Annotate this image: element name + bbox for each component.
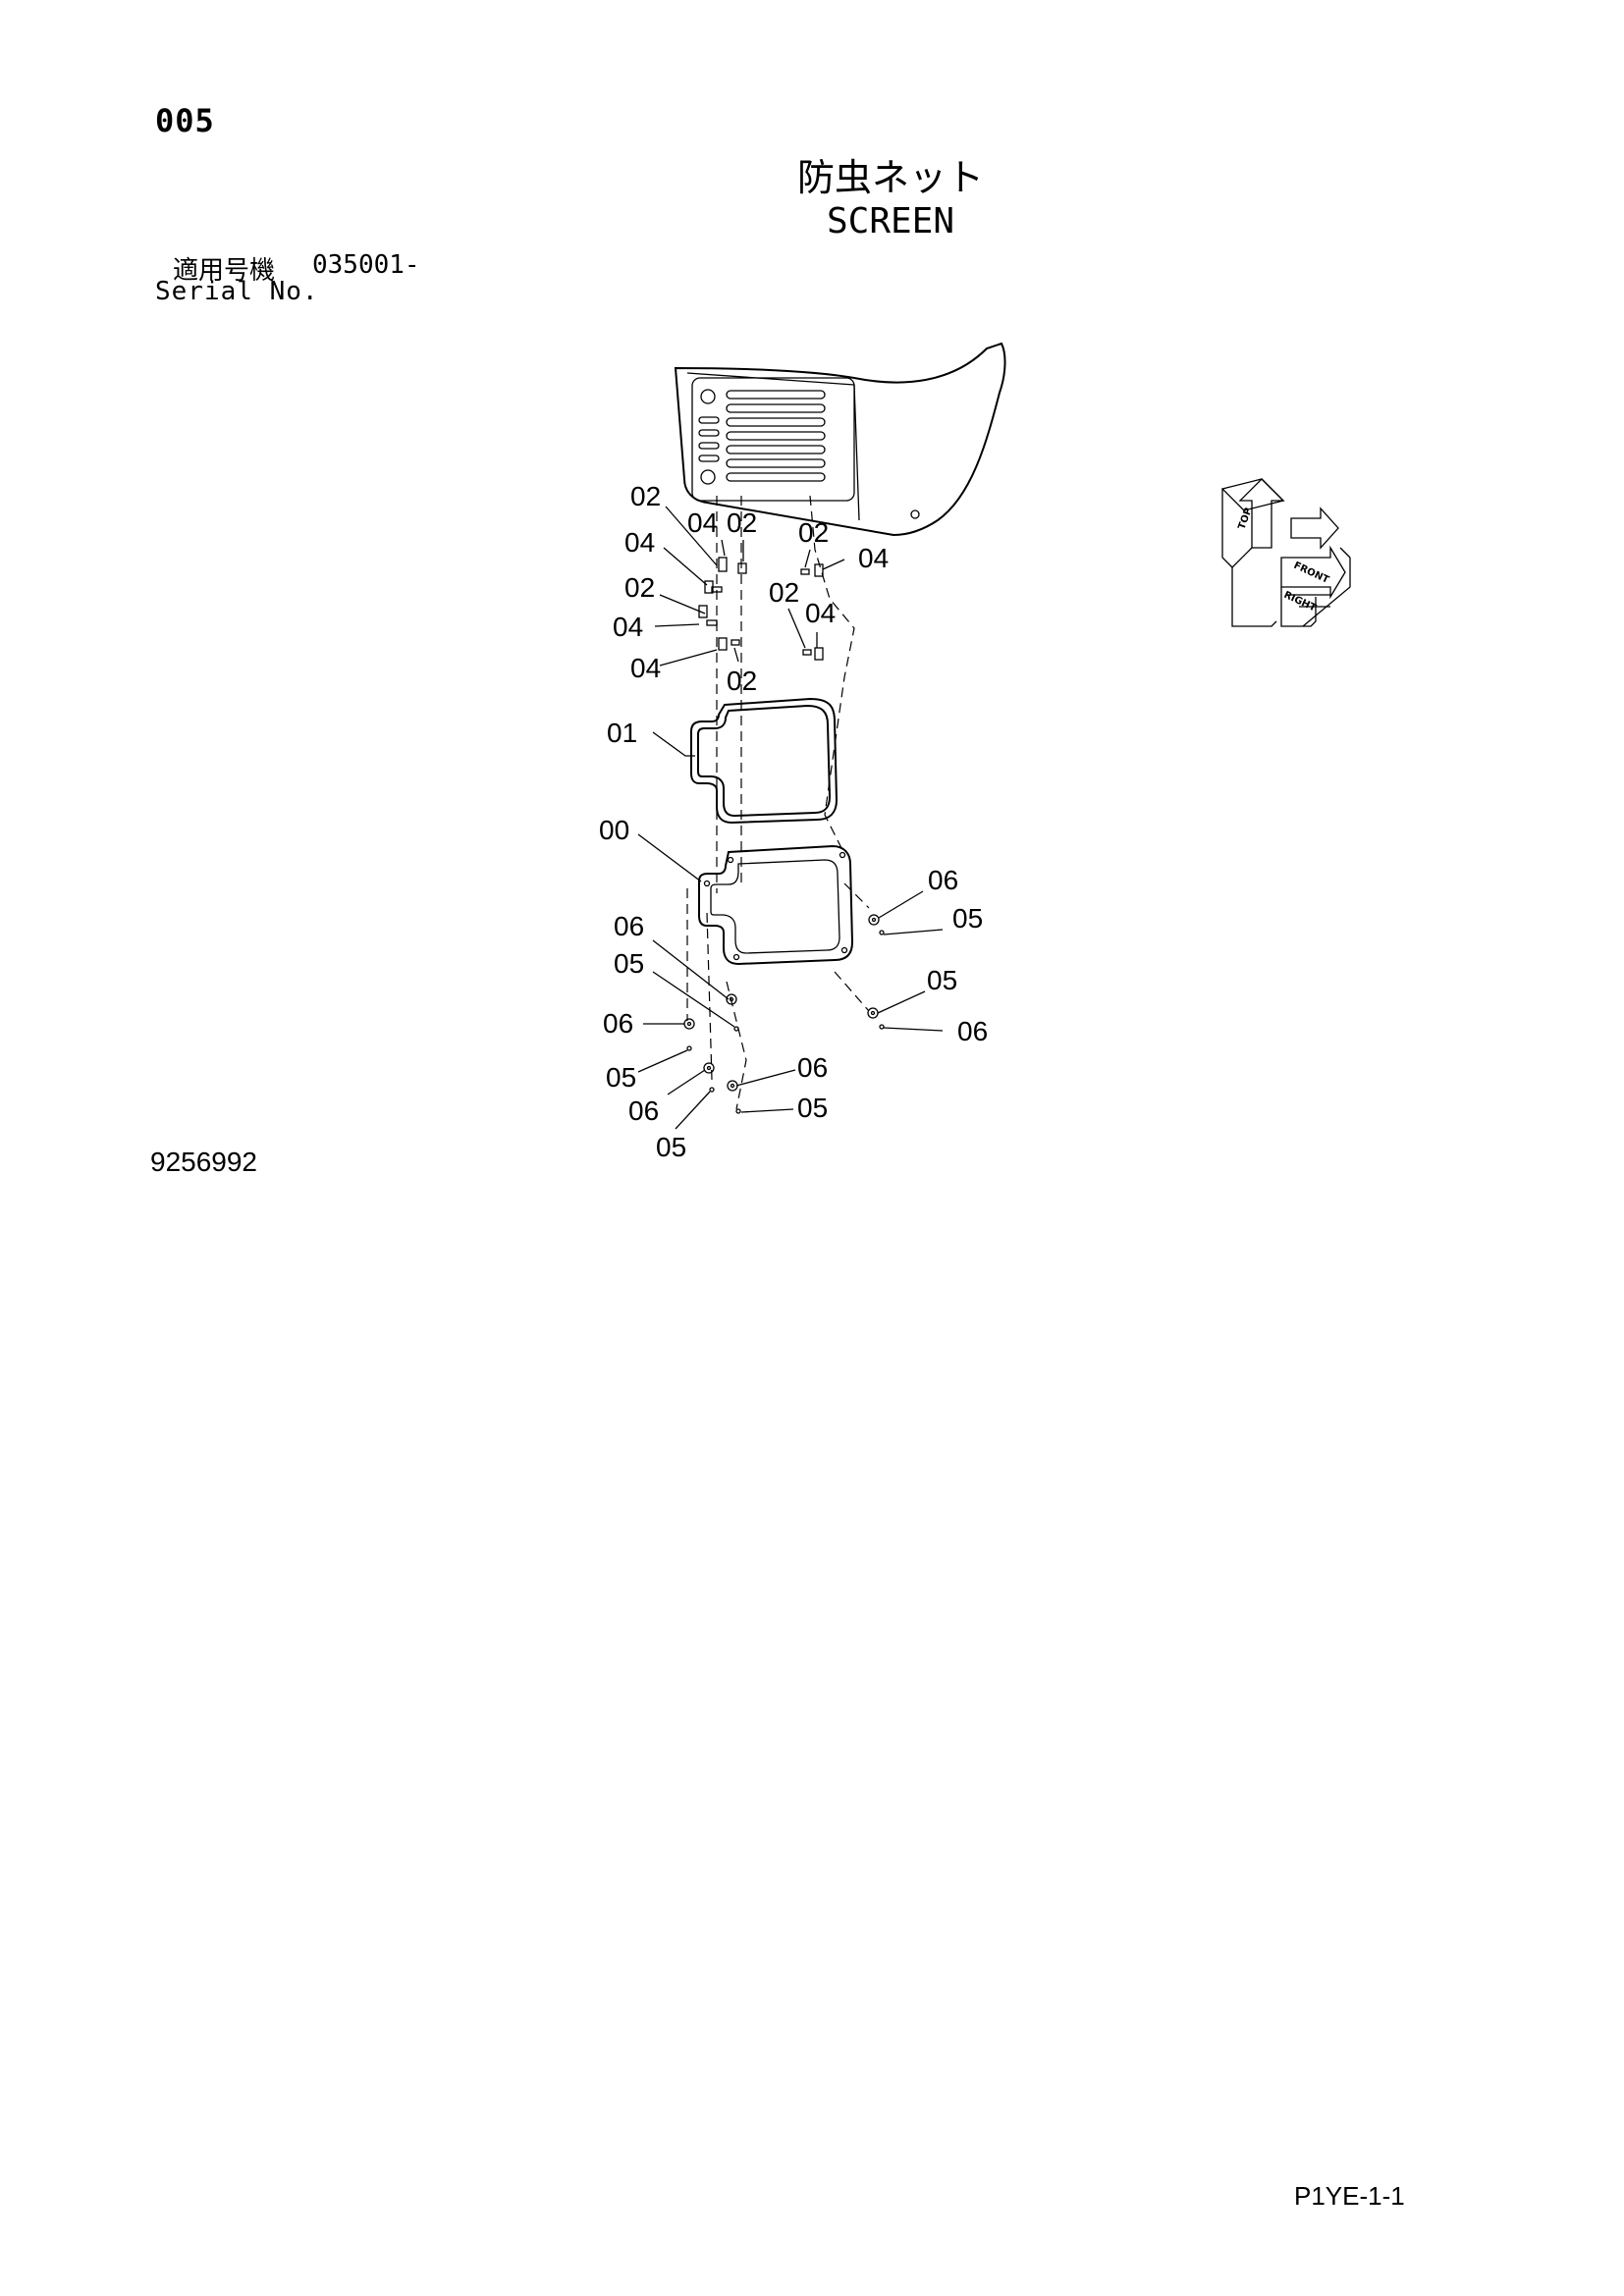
cover-panel (674, 342, 1006, 537)
clip-parts (698, 557, 824, 661)
page-code: P1YE-1-1 (1294, 2181, 1405, 2211)
callout-02: 02 (769, 577, 799, 608)
figure-number: 9256992 (150, 1147, 258, 1177)
callout-labels: 02 04 02 04 02 04 04 02 02 04 02 04 01 0… (599, 481, 988, 1162)
orientation-label-right: RIGHT (1282, 590, 1318, 614)
orientation-label-front: FRONT (1292, 561, 1330, 586)
callout-06: 06 (614, 911, 644, 941)
callout-04: 04 (630, 653, 661, 683)
callout-02: 02 (798, 517, 829, 548)
page-title-japanese: 防虫ネット (796, 156, 984, 199)
callout-04: 04 (858, 543, 889, 573)
serial-label-english: Serial No. (155, 277, 319, 306)
callout-04: 04 (805, 598, 836, 628)
screen-frame (698, 844, 854, 966)
assembly-lines (686, 495, 870, 1110)
callout-01: 01 (607, 718, 637, 748)
callout-06: 06 (603, 1008, 633, 1039)
callout-06: 06 (797, 1052, 828, 1083)
cover-grille (698, 389, 920, 519)
page-title-english: SCREEN (826, 201, 955, 241)
callout-04: 04 (687, 507, 718, 538)
callout-02: 02 (727, 666, 757, 696)
callout-05: 05 (614, 948, 644, 979)
callout-05: 05 (606, 1062, 636, 1093)
callout-05: 05 (952, 903, 983, 934)
callout-05: 05 (656, 1132, 686, 1162)
callout-06: 06 (957, 1016, 988, 1046)
callout-02: 02 (630, 481, 661, 511)
orientation-indicator: TOP FRONT RIGHT (1220, 478, 1351, 627)
leader-lines (637, 506, 944, 1130)
page-number: 005 (155, 102, 215, 139)
washers-and-screws (683, 914, 885, 1114)
callout-05: 05 (797, 1093, 828, 1123)
callout-04: 04 (624, 527, 655, 558)
callout-00: 00 (599, 815, 629, 845)
callout-05: 05 (927, 965, 957, 995)
callout-02: 02 (624, 572, 655, 603)
serial-label-japanese: 適用号機 (173, 256, 276, 286)
callout-04: 04 (613, 612, 643, 642)
callout-02: 02 (727, 507, 757, 538)
serial-range: 035001- (312, 250, 420, 280)
gasket-seal (690, 697, 839, 825)
callout-06: 06 (928, 865, 958, 895)
callout-06: 06 (628, 1095, 659, 1126)
